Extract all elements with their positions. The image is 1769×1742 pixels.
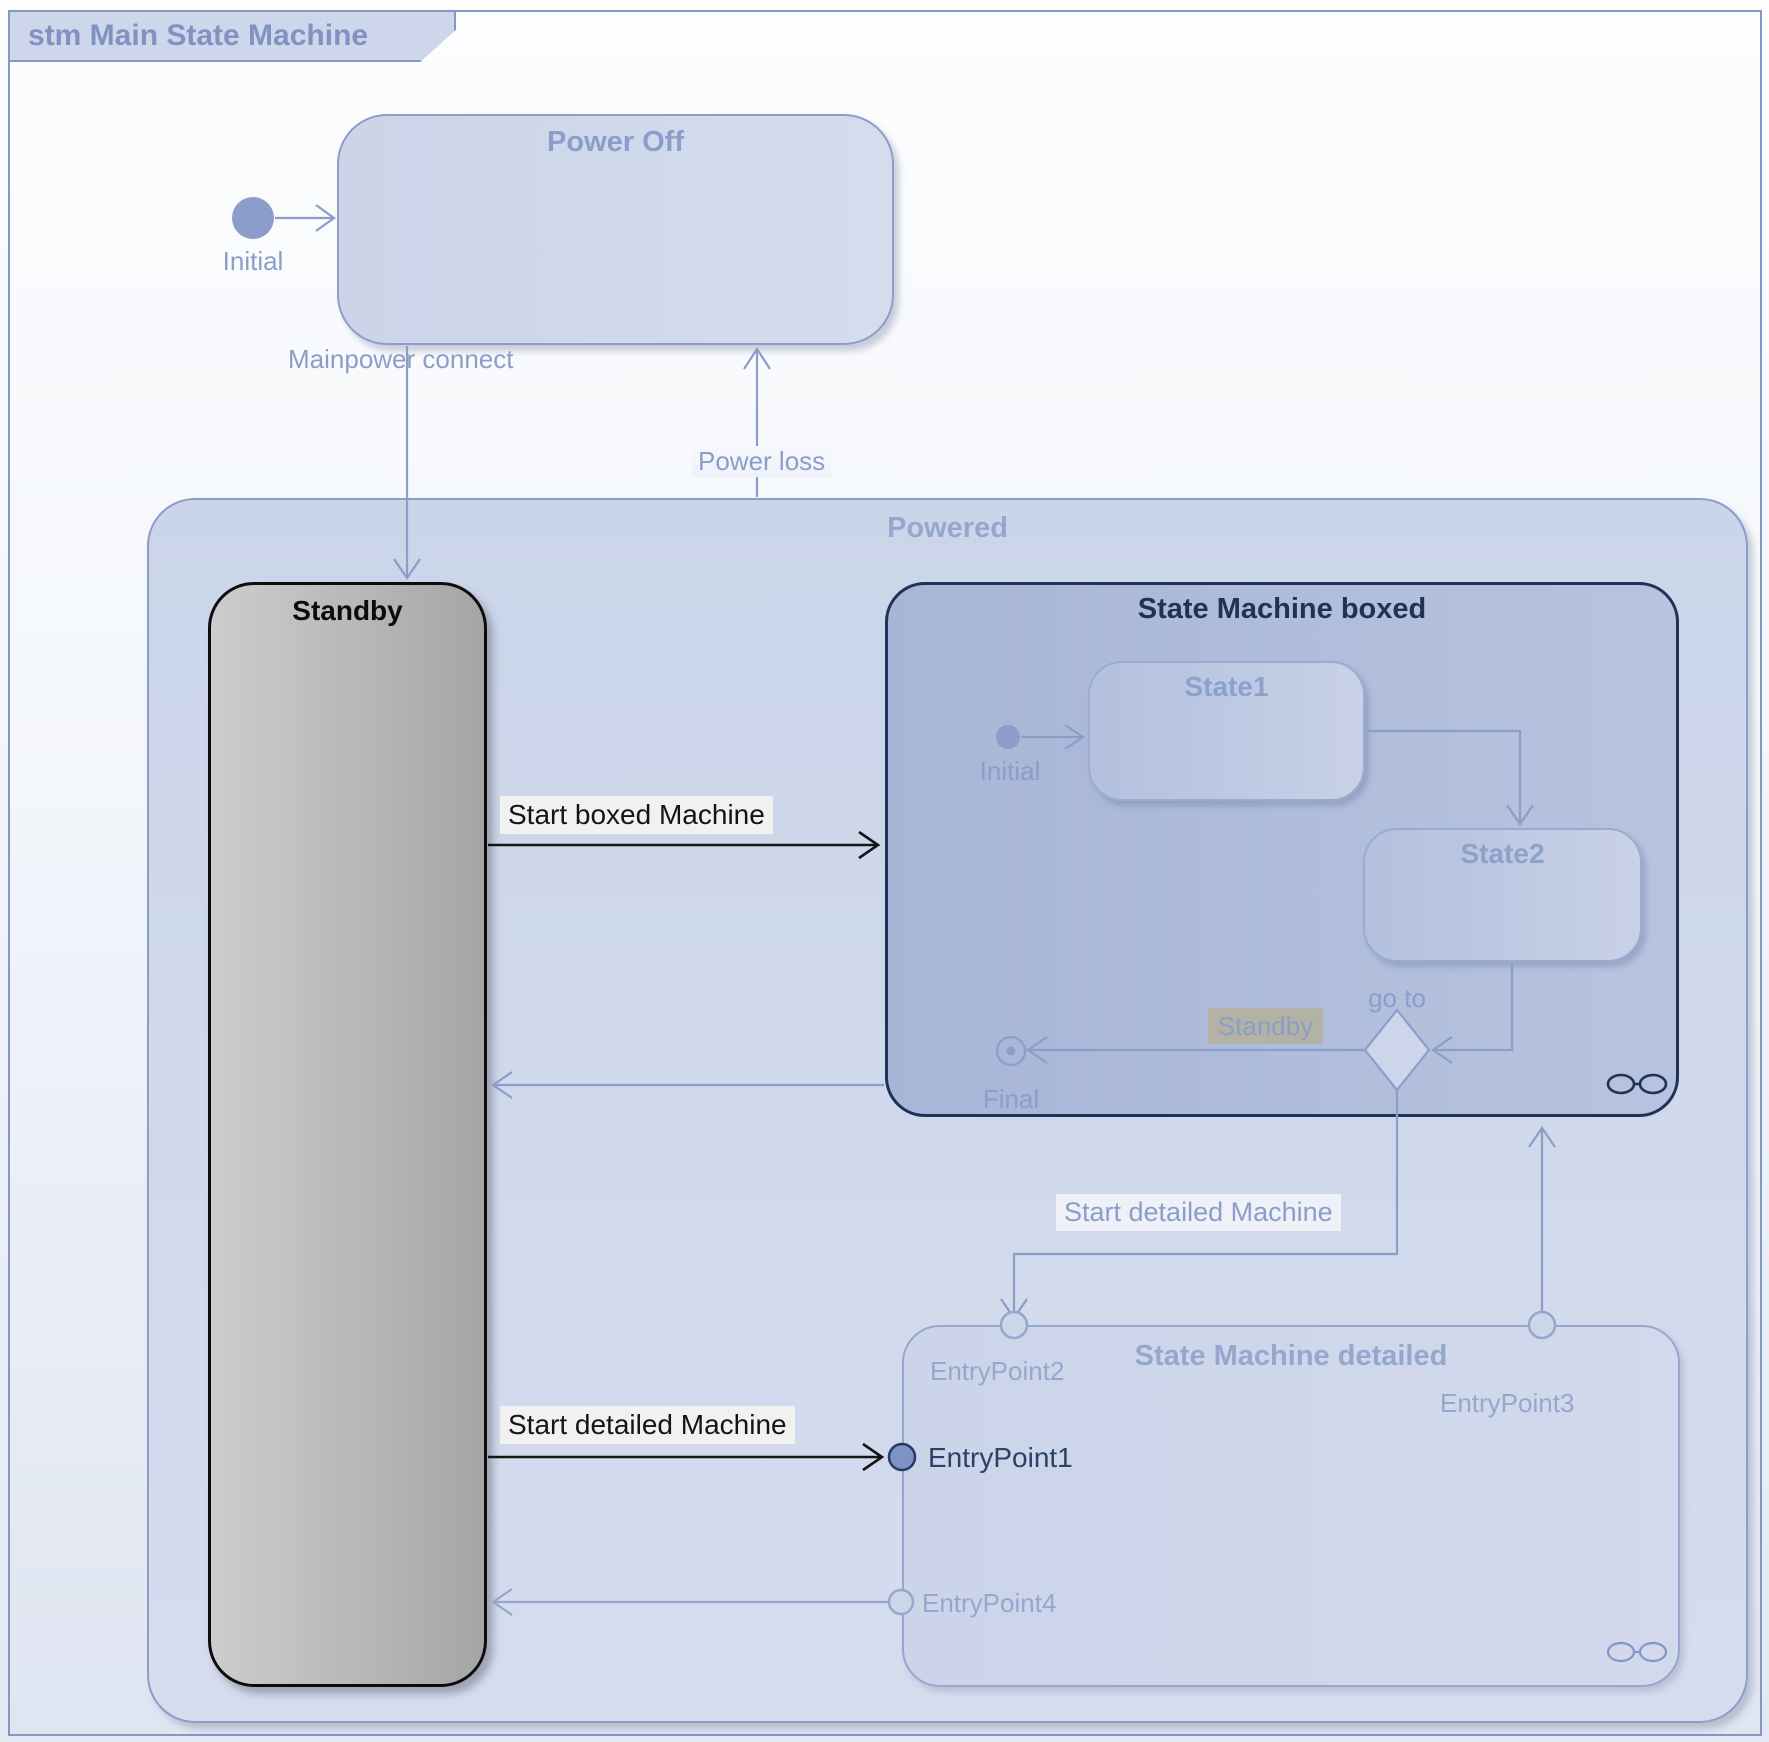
entrypoint2-label: EntryPoint2 bbox=[930, 1356, 1065, 1386]
state-power-off-label: Power Off bbox=[547, 126, 684, 158]
state-power-off[interactable]: Power Off bbox=[337, 114, 894, 345]
initial-boxed-label: Initial bbox=[979, 756, 1041, 786]
mainpower-connect-label[interactable]: Mainpower connect bbox=[288, 344, 514, 374]
state2-label: State2 bbox=[1460, 838, 1545, 869]
state-machine-boxed-label: State Machine boxed bbox=[1137, 593, 1427, 625]
state-powered-label: Powered bbox=[887, 512, 1008, 544]
state-machine-detailed-label: State Machine detailed bbox=[1134, 1340, 1448, 1372]
frame-title-tab: stm Main State Machine bbox=[8, 10, 456, 62]
standby-ref-label[interactable]: Standby bbox=[1208, 1008, 1323, 1044]
initial-label: Initial bbox=[222, 246, 284, 276]
state1-label: State1 bbox=[1184, 671, 1269, 702]
goto-label: go to bbox=[1368, 983, 1426, 1013]
start-detailed-machine-label[interactable]: Start detailed Machine bbox=[500, 1406, 795, 1444]
state-standby[interactable]: Standby bbox=[208, 582, 487, 1687]
final-label: Final bbox=[982, 1084, 1040, 1114]
state-state1[interactable]: State1 bbox=[1088, 661, 1365, 801]
entrypoint3-label: EntryPoint3 bbox=[1440, 1388, 1575, 1418]
start-boxed-machine-label[interactable]: Start boxed Machine bbox=[500, 796, 773, 834]
frame-title: stm Main State Machine bbox=[28, 19, 369, 52]
state-standby-label: Standby bbox=[292, 595, 403, 626]
entrypoint1-label: EntryPoint1 bbox=[928, 1442, 1073, 1473]
start-detailed-choice-label[interactable]: Start detailed Machine bbox=[1056, 1194, 1341, 1231]
power-loss-label[interactable]: Power loss bbox=[692, 446, 832, 477]
state-state2[interactable]: State2 bbox=[1363, 828, 1642, 962]
entrypoint4-label: EntryPoint4 bbox=[922, 1588, 1057, 1618]
state-machine-detailed[interactable]: State Machine detailed bbox=[902, 1325, 1680, 1687]
